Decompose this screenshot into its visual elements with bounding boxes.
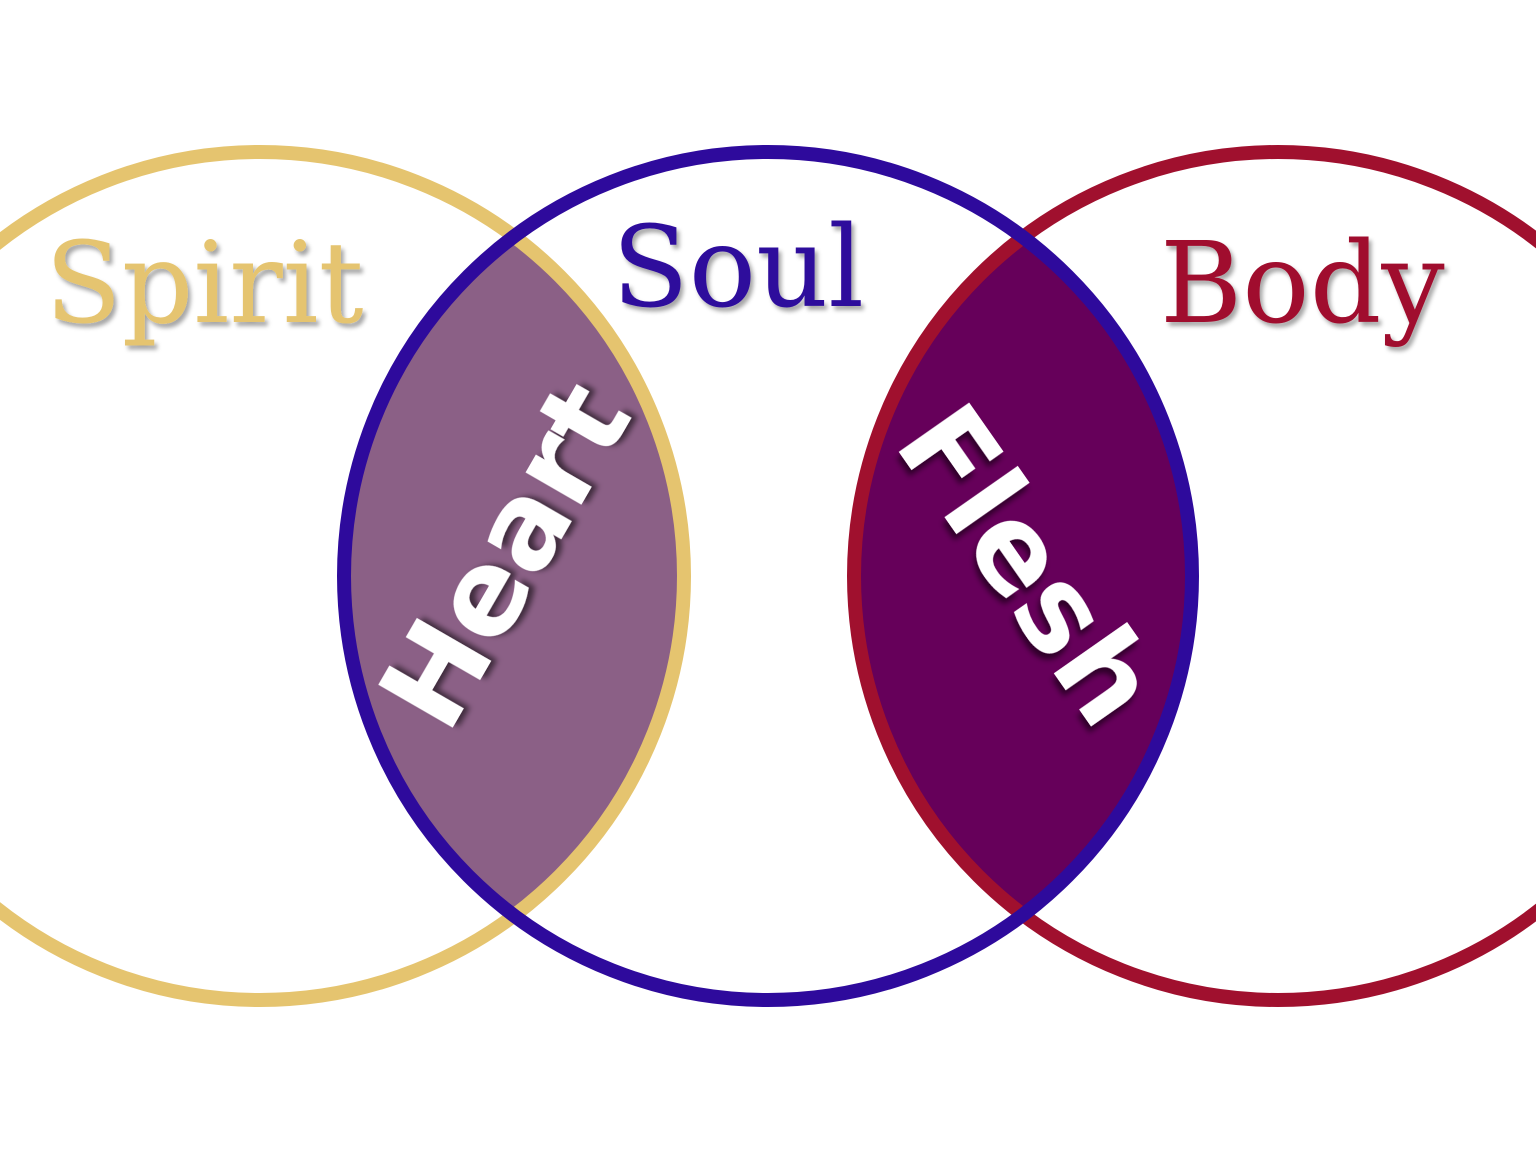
flesh-region	[854, 152, 1192, 1000]
heart-region	[344, 152, 684, 1000]
body-circle	[847, 145, 1536, 1007]
soul-circle	[337, 145, 1199, 1007]
body-label: Body	[1160, 219, 1445, 349]
spirit-label: Spirit	[45, 219, 364, 349]
soul-label: Soul	[612, 203, 864, 333]
spirit-circle	[0, 145, 691, 1007]
